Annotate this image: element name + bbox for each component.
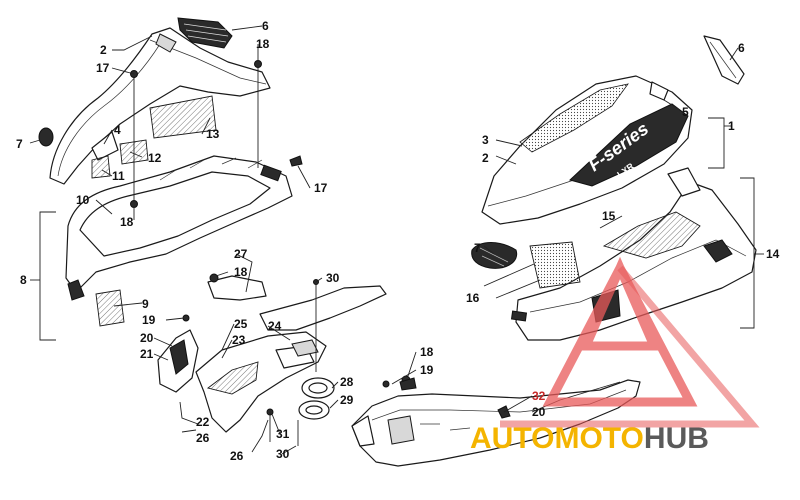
callout-23: 23 [232,333,246,347]
callout-7: 7 [474,241,481,255]
callout-6: 6 [262,19,269,33]
watermark-auto: AUTO [470,422,554,455]
callout-7: 7 [16,137,23,151]
callout-18: 18 [256,37,270,51]
left-grille-vent [177,17,233,49]
callout-32: 32 [532,389,546,403]
leader-lines [29,25,764,455]
right-knob [471,242,518,269]
left-side-panel [49,27,271,185]
callout-16: 16 [466,291,480,305]
callout-30: 30 [276,447,290,461]
callout-19: 19 [420,363,434,377]
callout-26: 26 [196,431,210,445]
callout-labels: 2 17 7 4 13 12 11 10 6 18 17 18 8 9 19 2… [16,19,780,463]
callout-27: 27 [234,247,248,261]
left-bracket-assembly [157,275,327,433]
left-splash-guard [259,285,387,331]
right-grille-vent [703,35,745,85]
callout-3: 3 [482,133,489,147]
callout-9: 9 [142,297,149,311]
right-side-panel [481,75,693,225]
right-lower-decal [529,241,581,289]
callout-17: 17 [96,61,110,75]
callout-18: 18 [120,215,134,229]
callout-2: 2 [482,151,489,165]
callout-4: 4 [114,123,121,137]
callout-20: 20 [140,331,154,345]
callout-14: 14 [766,247,780,261]
callout-17: 17 [314,181,328,195]
watermark-moto: MOTO [554,422,643,455]
callout-18: 18 [420,345,434,359]
callout-8: 8 [20,273,27,287]
svg-text:AUTOMOTOHUB: AUTOMOTOHUB [470,422,709,455]
callout-10: 10 [76,193,90,207]
callout-31: 31 [276,427,290,441]
callout-25: 25 [234,317,248,331]
callout-30: 30 [326,271,340,285]
callout-15: 15 [602,209,616,223]
callout-21: 21 [140,347,154,361]
left-knob [38,127,54,147]
callout-24: 24 [268,319,282,333]
callout-5: 5 [682,105,689,119]
callout-29: 29 [340,393,354,407]
left-lower-shroud [65,155,293,301]
callout-18: 18 [234,265,248,279]
callout-6: 6 [738,41,745,55]
callout-20: 20 [532,405,546,419]
callout-26: 26 [230,449,244,463]
left-gaskets [298,377,335,420]
callout-1: 1 [728,119,735,133]
callout-2: 2 [100,43,107,57]
callout-19: 19 [142,313,156,327]
left-stripe-decals [91,95,217,179]
callout-22: 22 [196,415,210,429]
left-side-decal [95,289,125,327]
callout-12: 12 [148,151,162,165]
callout-13: 13 [206,127,220,141]
watermark-triangle-icon [542,256,698,407]
callout-28: 28 [340,375,354,389]
watermark-hub: HUB [644,422,709,455]
watermark: AUTOMOTOHUB [470,256,760,455]
callout-11: 11 [112,169,125,183]
